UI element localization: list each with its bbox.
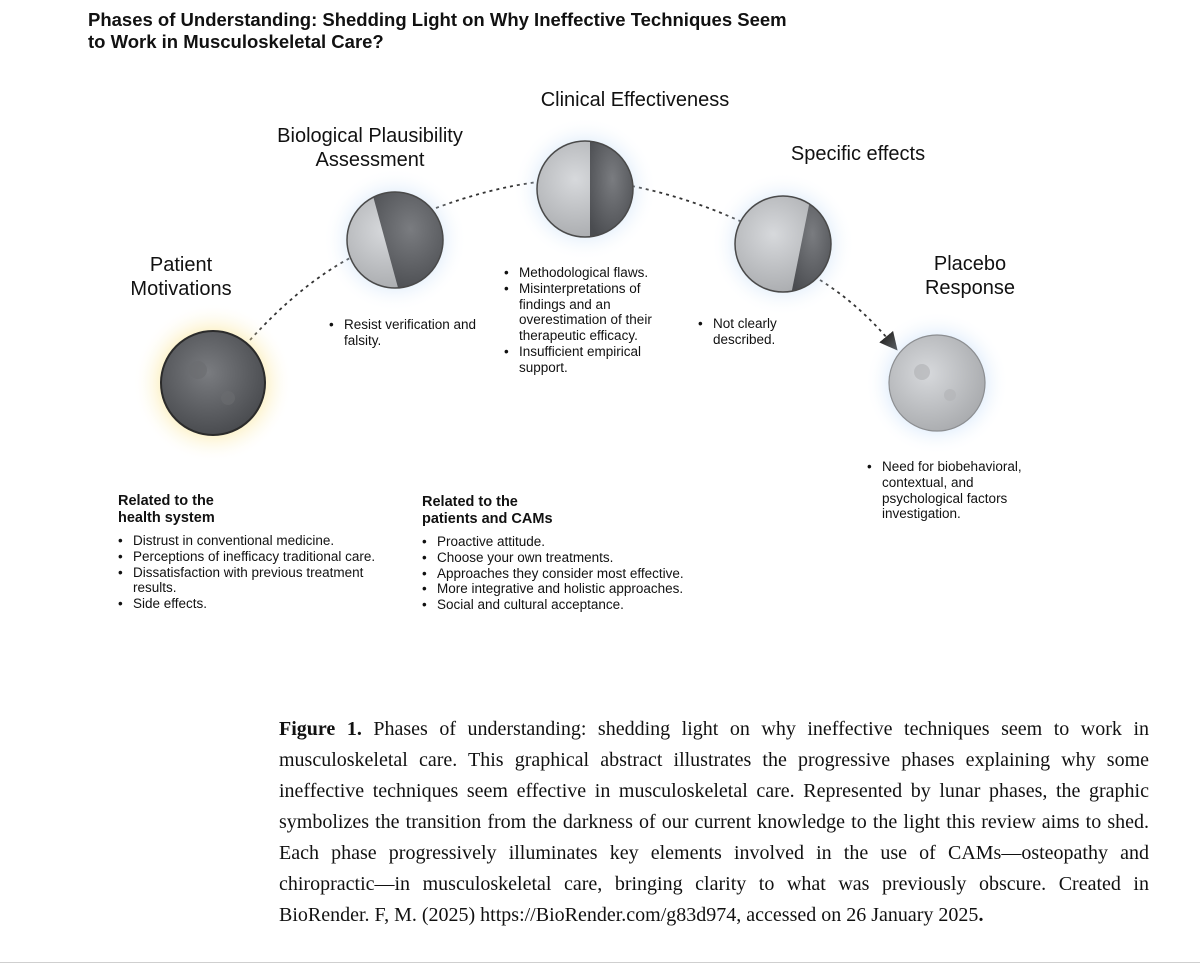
phase-label-patient-motivations: Patient Motivations [130, 254, 232, 300]
list-item: Dissatisfaction with previous treatment … [118, 565, 408, 597]
figure-title: Phases of Understanding: Shedding Light … [88, 9, 787, 52]
list-item: Not clearly described. [698, 316, 808, 348]
list-item: Proactive attitude. [422, 534, 722, 550]
caption-label: Figure 1. [279, 718, 362, 740]
moon-full-icon [865, 311, 1009, 455]
figure-caption: Figure 1. Phases of understanding: shedd… [279, 714, 1149, 931]
phase-connector-3 [631, 185, 743, 223]
related-patients-cams-title: Related to the patients and CAMs [422, 494, 553, 527]
list-item: Choose your own treatments. [422, 550, 722, 566]
placebo-response-bullets: Need for biobehavioral, contextual, and … [867, 459, 1037, 522]
phase-label-placebo-response: Placebo Response [924, 253, 1016, 299]
phase-label-biological-plausibility: Biological Plausibility Assessment [277, 125, 463, 171]
related-health-system-group: Related to the health system Distrust in… [118, 493, 408, 612]
moon-new-icon [133, 303, 293, 463]
caption-end: . [978, 904, 984, 926]
related-patients-cams-group: Related to the patients and CAMs Proacti… [422, 494, 722, 613]
specific-effects-bullets: Not clearly described. [698, 316, 808, 348]
related-health-system-title: Related to the health system [118, 493, 215, 526]
list-item: Approaches they consider most effective. [422, 566, 722, 582]
moon-half-icon [513, 117, 657, 261]
clinical-effectiveness-bullets: Methodological flaws. Misinterpretations… [504, 265, 674, 376]
related-patients-cams-bullets: Proactive attitude. Choose your own trea… [422, 534, 722, 613]
caption-text: Phases of understanding: shedding light … [279, 718, 1149, 926]
list-item: Social and cultural acceptance. [422, 597, 722, 613]
biological-plausibility-bullets: Resist verification and falsity. [329, 317, 479, 349]
list-item: Misinterpretations of findings and an ov… [504, 281, 674, 344]
moon-gibbous-icon [711, 172, 855, 316]
list-item: Perceptions of inefficacy traditional ca… [118, 549, 408, 565]
phase-label-clinical-effectiveness: Clinical Effectiveness [540, 89, 730, 111]
moon-crescent-icon [323, 168, 467, 312]
related-health-system-bullets: Distrust in conventional medicine. Perce… [118, 533, 408, 612]
list-item: More integrative and holistic approaches… [422, 581, 722, 597]
phase-label-specific-effects: Specific effects [790, 143, 926, 165]
list-item: Side effects. [118, 596, 408, 612]
list-item: Need for biobehavioral, contextual, and … [867, 459, 1037, 522]
page-divider [0, 962, 1200, 963]
list-item: Distrust in conventional medicine. [118, 533, 408, 549]
list-item: Insufficient empirical support. [504, 344, 674, 376]
lunar-phase-diagram [133, 117, 1009, 463]
list-item: Resist verification and falsity. [329, 317, 479, 349]
list-item: Methodological flaws. [504, 265, 674, 281]
